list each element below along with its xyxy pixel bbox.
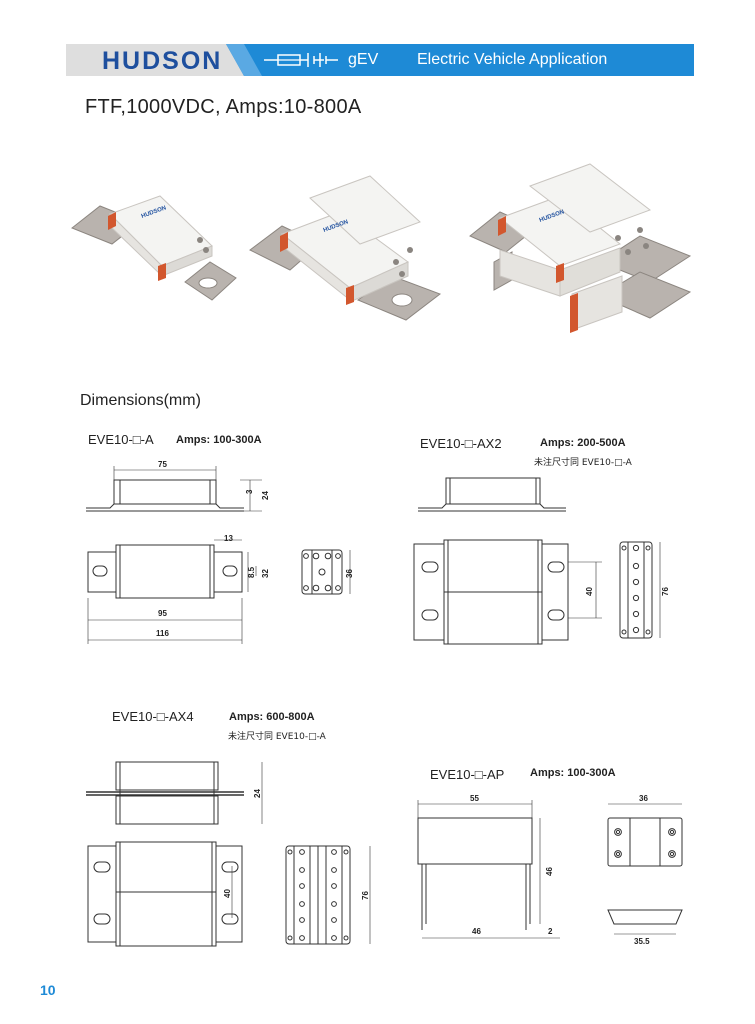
drawing-ax2-top — [418, 477, 566, 512]
dim-a-3: 3 — [245, 489, 254, 494]
drawing-ax4-top — [86, 761, 263, 825]
model-ax4-amps: Amps: 600-800A — [229, 711, 315, 723]
model-ax4-name: EVE10-□-AX4 — [112, 709, 194, 724]
dim-a-32: 32 — [261, 569, 270, 578]
page-title: FTF,1000VDC, Amps:10-800A — [85, 96, 362, 118]
model-ax2-name: EVE10-□-AX2 — [420, 436, 502, 451]
dim-ax2-76: 76 — [661, 587, 670, 596]
dimensions-heading: Dimensions(mm) — [80, 392, 201, 409]
dim-ap-46: 46 — [472, 927, 481, 936]
drawing-ax4-end — [285, 845, 371, 945]
dim-ax4-24: 24 — [253, 789, 262, 798]
dim-a-95: 95 — [158, 609, 167, 618]
dim-ap-355: 35.5 — [634, 937, 650, 946]
brand-logo: HUDSON — [102, 47, 223, 75]
model-a-amps: Amps: 100-300A — [176, 434, 262, 446]
fuse-symbol-icon — [264, 53, 338, 67]
product-photo-quad: HUDSON — [469, 163, 692, 333]
dim-ap-55: 55 — [470, 794, 479, 803]
model-ap-name: EVE10-□-AP — [430, 767, 505, 782]
model-ap-amps: Amps: 100-300A — [530, 767, 616, 779]
dim-a-75: 75 — [158, 460, 167, 469]
category-label: gEV — [348, 51, 379, 68]
model-a-name: EVE10-□-A — [88, 432, 154, 447]
drawing-a-top — [86, 466, 262, 512]
model-ax2-amps: Amps: 200-500A — [540, 437, 626, 449]
model-ax2-note: 未注尺寸同 EVE10-□-A — [534, 458, 632, 468]
drawing-ax2-end — [619, 541, 661, 639]
dim-a-85: 8.5 — [247, 566, 256, 578]
dim-ax4-76: 76 — [361, 891, 370, 900]
dim-ax4-40: 40 — [223, 889, 232, 898]
drawing-ap-end — [607, 803, 683, 935]
drawing-a-side — [87, 539, 257, 644]
dim-a-13: 13 — [224, 534, 233, 543]
page-number: 10 — [40, 982, 56, 998]
drawing-a-end — [301, 549, 351, 595]
dim-a-36: 36 — [345, 569, 354, 578]
dim-ap-46-height: 46 — [545, 867, 554, 876]
dim-ap-2: 2 — [548, 927, 553, 936]
dim-ax2-40: 40 — [585, 587, 594, 596]
drawing-ax4-side — [87, 841, 243, 947]
product-photo-double: HUDSON — [249, 175, 442, 321]
dim-a-24: 24 — [261, 491, 270, 500]
product-photo-single: HUDSON — [71, 195, 237, 301]
dim-a-116: 116 — [156, 629, 169, 638]
application-label: Electric Vehicle Application — [417, 51, 608, 68]
header-banner: HUDSON gEV Electric Vehicle Application — [66, 44, 694, 76]
dim-ap-36: 36 — [639, 794, 648, 803]
model-ax4-note: 未注尺寸同 EVE10-□-A — [228, 732, 326, 742]
drawing-ap-side — [417, 800, 560, 939]
drawing-ax2-side — [413, 539, 602, 645]
banner-background — [66, 44, 694, 76]
